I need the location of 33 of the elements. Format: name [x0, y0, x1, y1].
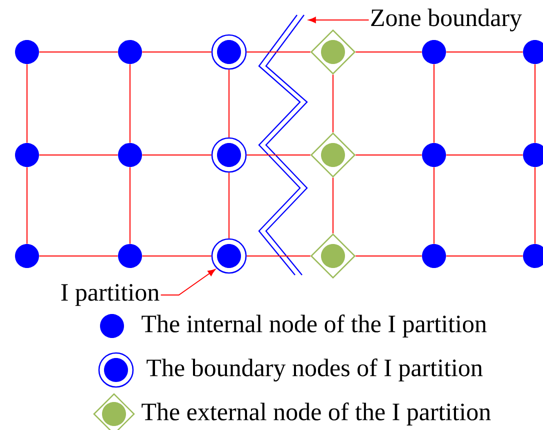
callout-text: Zone boundary	[371, 8, 522, 32]
grid-line	[446, 154, 524, 156]
legend-text: The internal node of the I partition	[142, 314, 487, 338]
grid-line	[332, 177, 334, 234]
ringed-circle-node	[211, 238, 247, 274]
ringed-circle-node	[211, 137, 247, 173]
filled-circle-node	[15, 40, 39, 64]
filled-circle-node	[118, 143, 142, 167]
grid-line	[332, 74, 334, 133]
grid-line	[228, 69, 230, 138]
filled-circle-node	[422, 40, 446, 64]
legend-text: The external node of the I partition	[142, 402, 491, 426]
leader-arrow	[308, 16, 370, 24]
filled-circle-node	[118, 40, 142, 64]
grid-line	[228, 172, 230, 239]
filled-circle-node	[15, 143, 39, 167]
grid-line	[534, 64, 536, 144]
grid-line	[26, 166, 28, 244]
callout-text: I partition	[61, 284, 160, 306]
ringed-circle-node	[211, 34, 247, 70]
grid-line	[38, 154, 118, 156]
filled-circle-node	[422, 143, 446, 167]
filled-circle-node	[118, 244, 142, 268]
grid-line	[26, 64, 28, 144]
filled-circle-node	[422, 244, 446, 268]
grid-line	[355, 154, 422, 156]
grid-line	[534, 166, 536, 244]
filled-circle-node	[15, 244, 39, 268]
grid-line	[246, 154, 311, 156]
leader-arrow	[160, 269, 216, 296]
legend-text: The boundary nodes of I partition	[146, 358, 483, 382]
grid-line	[142, 154, 212, 156]
zone-boundary-end	[280, 14, 304, 36]
